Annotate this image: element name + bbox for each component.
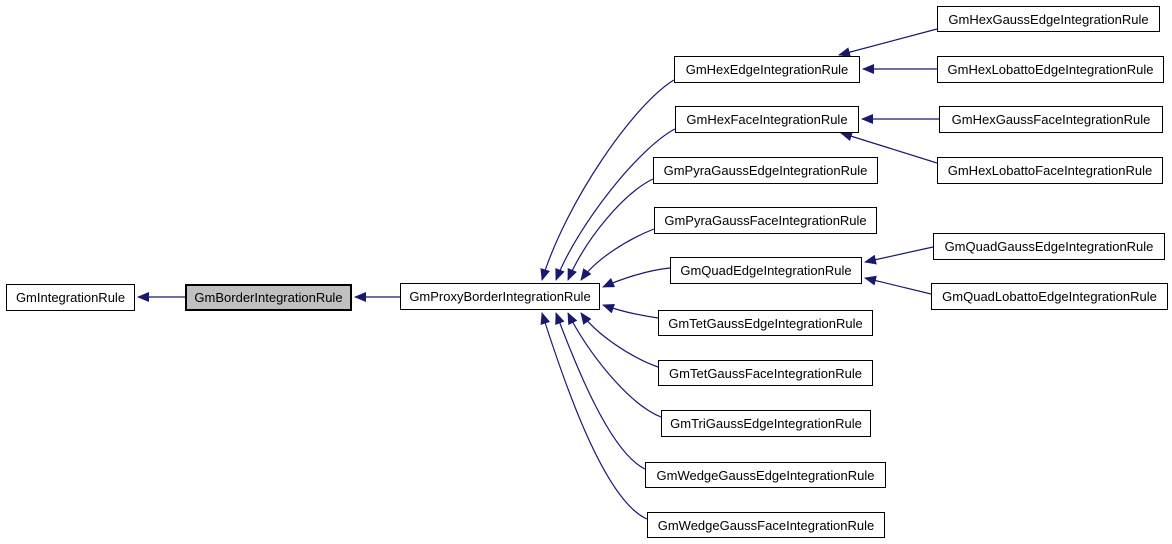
- edge-tetgaussface-to-proxyborder: [580, 312, 659, 368]
- class-node-gmtetgaussedgeintegrationrule[interactable]: GmTetGaussEdgeIntegrationRule: [658, 310, 873, 336]
- edge-quadlobattoedge-to-quadedge: [864, 275, 932, 295]
- class-node-gmhexedgeintegrationrule[interactable]: GmHexEdgeIntegrationRule: [674, 56, 860, 83]
- edge-trigaussedge-to-proxyborder: [567, 312, 662, 418]
- edge-wedgegaussface-to-proxyborder: [540, 312, 648, 520]
- class-node-gmtetgaussfaceintegrationrule[interactable]: GmTetGaussFaceIntegrationRule: [658, 360, 873, 386]
- class-node-gmhexgaussedgeintegrationrule[interactable]: GmHexGaussEdgeIntegrationRule: [937, 6, 1160, 32]
- class-node-gmhexlobattoedgeintegrationrule[interactable]: GmHexLobattoEdgeIntegrationRule: [937, 56, 1164, 83]
- class-node-gmhexfaceintegrationrule[interactable]: GmHexFaceIntegrationRule: [675, 106, 859, 133]
- class-node-gmborderintegrationrule: GmBorderIntegrationRule: [185, 284, 352, 311]
- class-node-gmproxyborderintegrationrule[interactable]: GmProxyBorderIntegrationRule: [400, 283, 600, 310]
- edge-hexface-to-proxyborder: [555, 128, 676, 281]
- class-node-gmintegrationrule[interactable]: GmIntegrationRule: [6, 284, 135, 311]
- class-node-gmhexlobattofaceintegrationrule[interactable]: GmHexLobattoFaceIntegrationRule: [937, 157, 1163, 184]
- class-node-gmpyragaussfaceintegrationrule[interactable]: GmPyraGaussFaceIntegrationRule: [654, 207, 877, 234]
- class-node-gmhexgaussfaceintegrationrule[interactable]: GmHexGaussFaceIntegrationRule: [939, 106, 1163, 133]
- class-node-gmquadgaussedgeintegrationrule[interactable]: GmQuadGaussEdgeIntegrationRule: [933, 233, 1165, 260]
- class-node-gmwedgegaussedgeintegrationrule[interactable]: GmWedgeGaussEdgeIntegrationRule: [645, 462, 886, 488]
- edge-hexedge-to-proxyborder: [540, 79, 675, 281]
- edge-pyragaussface-to-proxyborder: [580, 228, 655, 281]
- class-node-gmquadlobattoedgeintegrationrule[interactable]: GmQuadLobattoEdgeIntegrationRule: [931, 283, 1168, 310]
- edge-tetgaussedge-to-proxyborder: [602, 303, 659, 319]
- class-node-gmpyragaussedgeintegrationrule[interactable]: GmPyraGaussEdgeIntegrationRule: [653, 157, 878, 184]
- edge-wedgegaussedge-to-proxyborder: [555, 312, 646, 470]
- class-node-gmtrigaussedgeintegrationrule[interactable]: GmTriGaussEdgeIntegrationRule: [661, 410, 871, 437]
- edge-quadgaussedge-to-quadedge: [864, 246, 934, 265]
- class-node-gmquadedgeintegrationrule[interactable]: GmQuadEdgeIntegrationRule: [670, 257, 862, 284]
- edge-quadedge-to-proxyborder: [602, 267, 671, 288]
- class-node-gmwedgegaussfaceintegrationrule[interactable]: GmWedgeGaussFaceIntegrationRule: [647, 512, 885, 538]
- edge-hexlobattoface-to-hexface: [840, 131, 938, 164]
- edge-hexgaussedge-to-hexedge: [838, 28, 938, 58]
- edge-pyragaussedge-to-proxyborder: [567, 178, 654, 281]
